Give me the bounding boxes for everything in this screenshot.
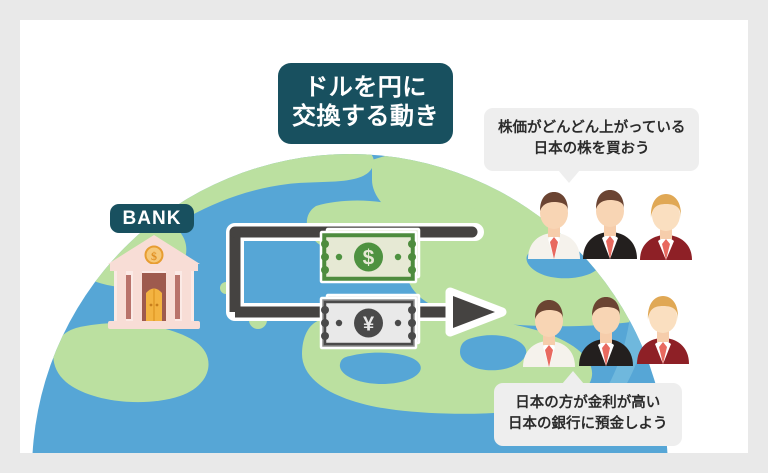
callout-buy-japanese-stocks: 株価がどんどん上がっている 日本の株を買おう [484, 108, 700, 184]
investor-maroon-suit-avatar [640, 194, 692, 260]
callout-deposit-in-japanese-bank: 日本の方が金利が高い 日本の銀行に預金しよう [494, 371, 682, 447]
yen-bill-icon: ¥ [319, 293, 421, 350]
callout-bottom-tail [562, 371, 584, 384]
dollar-bill-scallop-4 [408, 240, 416, 248]
bank-coin-symbol: $ [151, 249, 157, 263]
yen-bill-scallop-2 [321, 319, 329, 327]
bank-base [108, 321, 200, 329]
bank-building-icon: $ [108, 235, 200, 329]
dollar-bill-dot-right [394, 253, 402, 261]
bank-label-text: BANK [122, 207, 182, 229]
bank-door-knob-right [155, 303, 159, 307]
callout-bottom-line-2: 日本の銀行に預金しよう [508, 416, 668, 433]
yen-bill-scallop-6 [408, 332, 416, 340]
callout-top-tail [558, 170, 580, 184]
bank-entablature [110, 264, 198, 271]
callout-top-line-2: 日本の株を買おう [533, 141, 650, 158]
yen-bill-scallop-1 [321, 306, 329, 314]
depositor-black-suit-avatar [579, 297, 633, 366]
yen-bill-scallop-4 [408, 306, 416, 314]
dollar-bill-scallop-3 [321, 266, 329, 274]
yen-bill-dot-right [394, 319, 402, 327]
dollar-symbol: $ [363, 247, 375, 270]
yen-symbol: ¥ [363, 314, 375, 336]
dollar-bill-dot-left [335, 253, 343, 261]
title-line-1: ドルを円に [304, 74, 427, 101]
title-badge: ドルを円に 交換する動き [278, 63, 453, 144]
yen-bill-dot-left [335, 319, 343, 327]
callout-bottom-line-1: 日本の方が金利が高い [515, 395, 661, 411]
callout-top-line-1: 株価がどんどん上がっている [498, 120, 686, 136]
dollar-bill-icon: $ [319, 227, 421, 284]
infographic-canvas: $ BANK ドルを円に 交換する動き [20, 20, 748, 453]
dollar-bill-scallop-1 [321, 240, 329, 248]
depositor-white-shirt-avatar [523, 300, 575, 367]
title-line-2: 交換する動き [292, 103, 439, 131]
investor-white-shirt-avatar [528, 192, 580, 259]
bank-label-pill: BANK [110, 204, 194, 233]
bank-door-knob-left [149, 303, 153, 307]
dollar-bill-scallop-6 [408, 266, 416, 274]
dollar-bill-scallop-5 [408, 253, 416, 261]
investor-black-suit-avatar [583, 190, 637, 259]
yen-bill-scallop-5 [408, 319, 416, 327]
depositor-maroon-suit-avatar [637, 296, 689, 364]
yen-bill-scallop-3 [321, 332, 329, 340]
dollar-bill-scallop-2 [321, 253, 329, 261]
